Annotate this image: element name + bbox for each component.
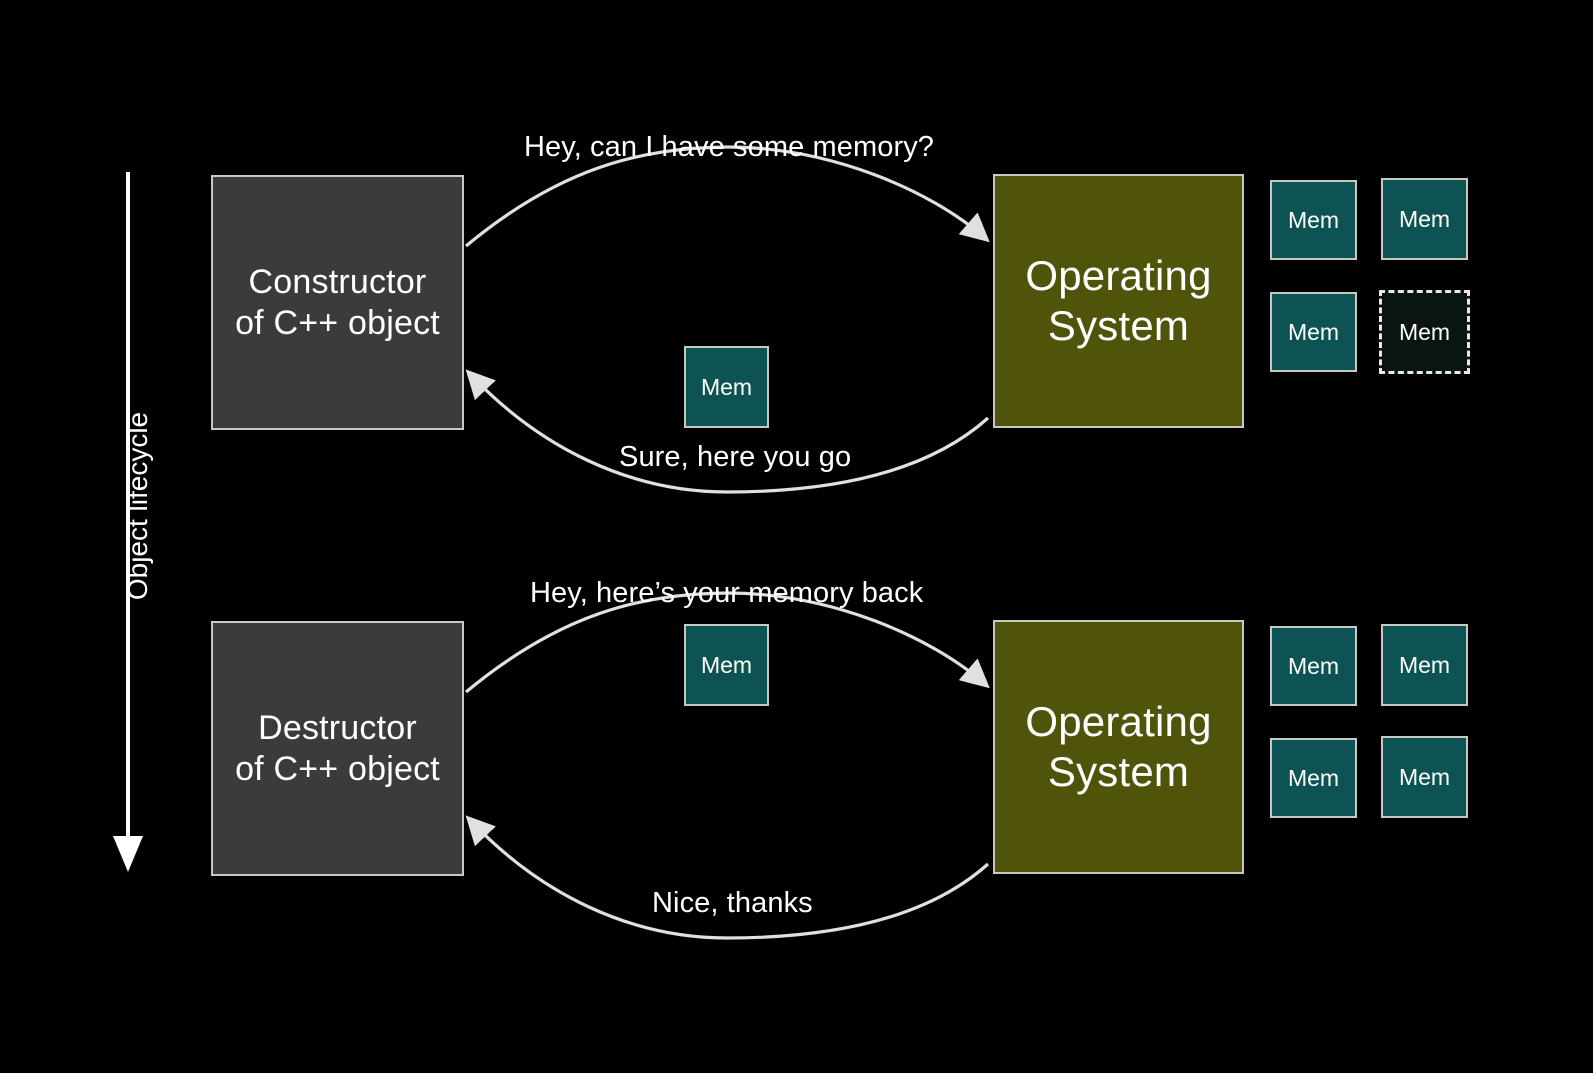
memory-chip-in-transit-deallocation[interactable]: Mem (684, 624, 769, 706)
operating-system-box-deallocation[interactable]: Operating System (993, 620, 1244, 874)
caption-response-allocation: Sure, here you go (619, 441, 852, 473)
destructor-box-label: Destructor of C++ object (235, 709, 440, 788)
operating-system-box-label: Operating System (1025, 252, 1212, 349)
memory-pool-chip-4-freed-allocation[interactable]: Mem (1379, 290, 1470, 374)
lifecycle-axis: Object lifecycle (108, 160, 168, 880)
constructor-box[interactable]: Constructor of C++ object (211, 175, 464, 430)
memory-chip-label: Mem (1398, 318, 1451, 345)
arrow-response-deallocation (465, 815, 990, 940)
destructor-box[interactable]: Destructor of C++ object (211, 621, 464, 876)
memory-chip-label: Mem (700, 373, 753, 400)
memory-chip-label: Mem (1287, 206, 1340, 233)
operating-system-box-allocation[interactable]: Operating System (993, 174, 1244, 428)
memory-chip-label: Mem (1287, 764, 1340, 791)
operating-system-box-label: Operating System (1025, 698, 1212, 795)
memory-chip-label: Mem (1398, 763, 1451, 790)
caption-response-deallocation: Nice, thanks (652, 887, 813, 919)
memory-chip-label: Mem (1287, 318, 1340, 345)
memory-pool-chip-2-allocation[interactable]: Mem (1381, 178, 1468, 260)
memory-chip-label: Mem (1287, 652, 1340, 679)
caption-request-allocation: Hey, can I have some memory? (524, 131, 935, 163)
caption-request-deallocation: Hey, here’s your memory back (530, 577, 924, 609)
memory-pool-chip-1-allocation[interactable]: Mem (1270, 180, 1357, 260)
memory-pool-chip-1-deallocation[interactable]: Mem (1270, 626, 1357, 706)
memory-pool-chip-3-deallocation[interactable]: Mem (1270, 738, 1357, 818)
memory-chip-label: Mem (700, 651, 753, 678)
memory-pool-chip-2-deallocation[interactable]: Mem (1381, 624, 1468, 706)
memory-pool-chip-4-deallocation[interactable]: Mem (1381, 736, 1468, 818)
memory-chip-label: Mem (1398, 651, 1451, 678)
memory-pool-chip-3-allocation[interactable]: Mem (1270, 292, 1357, 372)
memory-chip-label: Mem (1398, 205, 1451, 232)
memory-chip-in-transit-allocation[interactable]: Mem (684, 346, 769, 428)
constructor-box-label: Constructor of C++ object (235, 263, 440, 342)
lifecycle-axis-label: Object lifecycle (122, 411, 153, 601)
